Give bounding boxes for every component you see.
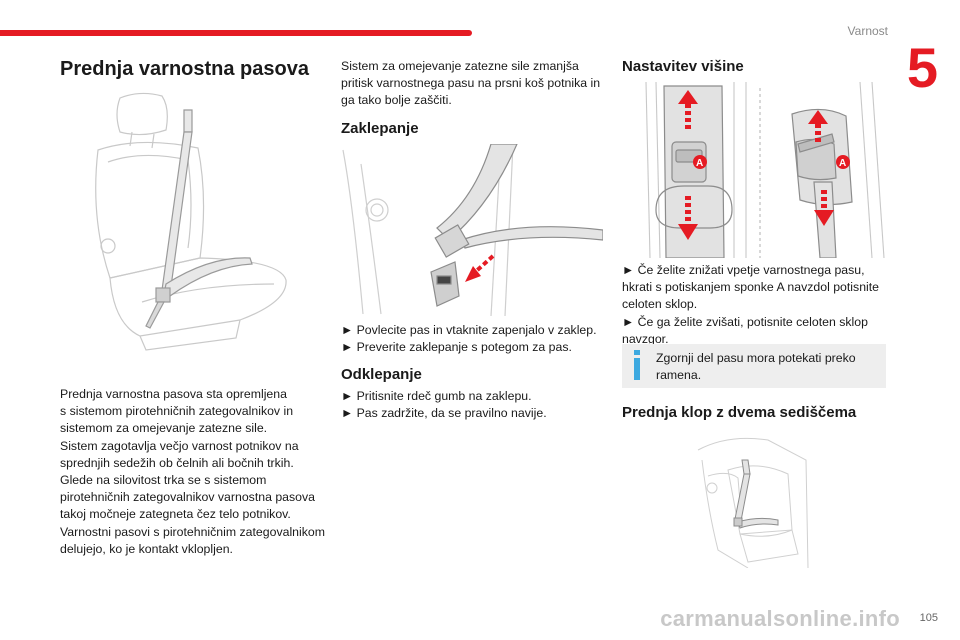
lock-heading: Zaklepanje	[341, 120, 419, 137]
limiter-paragraph: Sistem za omejevanje zatezne sile zmanjš…	[341, 59, 601, 108]
unlock-heading: Odklepanje	[341, 366, 422, 383]
section-label: Varnost	[847, 24, 888, 38]
watermark: carmanualsonline.info	[660, 606, 900, 631]
chapter-number: 5	[906, 36, 938, 99]
intro-paragraph: Prednja varnostna pasova sta opremljena …	[60, 387, 325, 556]
seat-belt-illustration	[95, 92, 287, 351]
buckle-lock-illustration	[342, 144, 603, 316]
top-accent-bar	[0, 30, 472, 36]
unlock-steps: ► Pritisnite rdeč gumb na zaklepu. ► Pas…	[341, 389, 547, 421]
height-adjust-steps: ► Če želite znižati vpetje varnostnega p…	[622, 263, 880, 346]
info-note: Zgornji del pasu mora potekati preko ram…	[622, 344, 886, 388]
bench-seat-illustration	[697, 437, 809, 568]
info-note-text: Zgornji del pasu mora potekati preko ram…	[656, 351, 856, 383]
height-adjust-illustration: A A	[645, 82, 885, 258]
callout-a-right: A	[839, 158, 846, 169]
page-title: Prednja varnostna pasova	[60, 58, 309, 80]
info-icon	[634, 350, 640, 380]
page-number: 105	[919, 612, 938, 624]
callout-a-left: A	[696, 158, 703, 169]
bench-seat-heading: Prednja klop z dvema sediščema	[622, 404, 857, 421]
height-adjust-heading: Nastavitev višine	[622, 58, 744, 75]
lock-steps: ► Povlecite pas in vtaknite zapenjalo v …	[341, 323, 597, 355]
